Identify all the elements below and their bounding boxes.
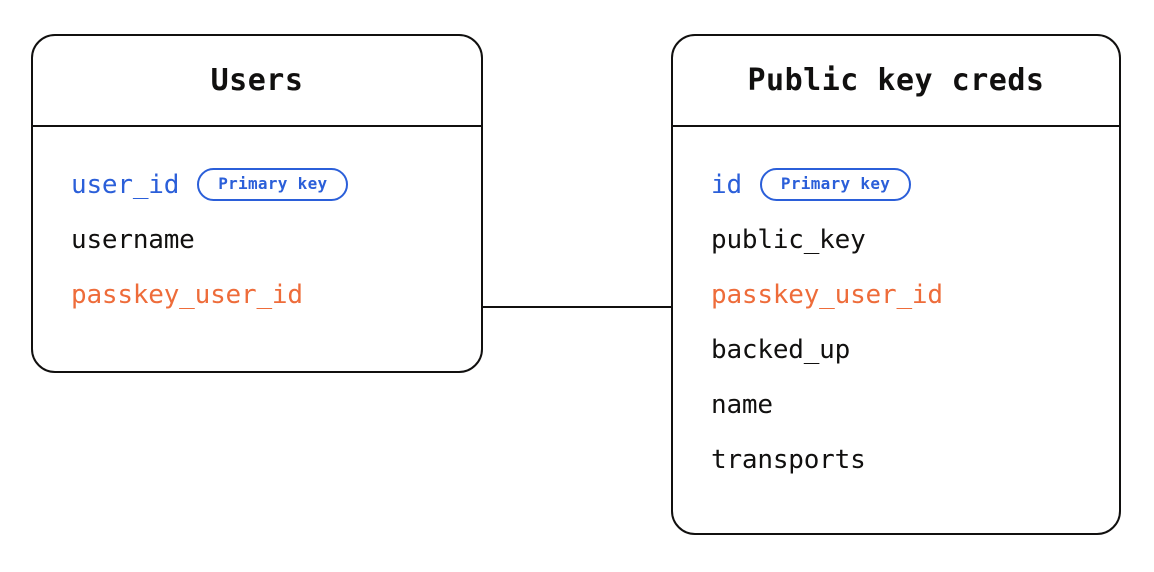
field-row[interactable]: passkey_user_id [33, 267, 481, 322]
field-name: user_id [71, 169, 180, 200]
field-row[interactable]: id Primary key [673, 157, 1119, 212]
field-name: passkey_user_id [711, 279, 943, 310]
field-name: username [71, 224, 195, 255]
field-row[interactable]: public_key [673, 212, 1119, 267]
field-row[interactable]: backed_up [673, 322, 1119, 377]
entity-header: Public key creds [673, 36, 1119, 127]
field-row[interactable]: username [33, 212, 481, 267]
field-row[interactable]: transports [673, 432, 1119, 487]
entity-title: Users [210, 63, 304, 98]
field-name: id [711, 169, 742, 200]
relationship-connector [483, 306, 671, 308]
field-name: public_key [711, 224, 866, 255]
primary-key-badge: Primary key [197, 168, 349, 201]
field-name: backed_up [711, 334, 851, 365]
field-name: name [711, 389, 773, 420]
entity-header: Users [33, 36, 481, 127]
field-name: transports [711, 444, 866, 475]
field-row[interactable]: user_id Primary key [33, 157, 481, 212]
field-name: passkey_user_id [71, 279, 303, 310]
primary-key-badge: Primary key [759, 168, 912, 201]
field-row[interactable]: passkey_user_id [673, 267, 1119, 322]
entity-title: Public key creds [747, 63, 1045, 98]
field-row[interactable]: name [673, 377, 1119, 432]
